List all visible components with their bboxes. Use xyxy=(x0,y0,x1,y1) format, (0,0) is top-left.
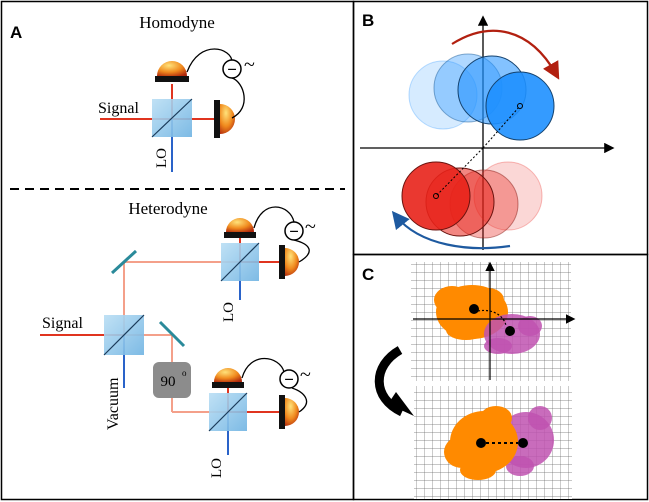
panel-c-label: C xyxy=(362,265,374,284)
homodyne-signal-label: Signal xyxy=(98,100,139,117)
red-center-dot xyxy=(433,193,439,199)
het-bottom-output-wave: ~ xyxy=(300,364,311,386)
vacuum-label: Vacuum xyxy=(105,377,122,430)
het-top-minus-symbol: − xyxy=(289,222,299,241)
blue-center-dot xyxy=(517,103,523,109)
homodyne-minus-symbol: − xyxy=(227,60,237,79)
het-top-subtractor: − xyxy=(284,221,304,241)
het-top-wire-b xyxy=(293,239,310,263)
het-bottom-wire-a xyxy=(241,358,285,379)
c-transition-arrowhead xyxy=(388,392,414,416)
homodyne-subtractor: − xyxy=(222,59,242,79)
het-bottom-detector-up xyxy=(212,368,244,388)
heterodyne-mirror-right xyxy=(158,320,186,348)
blue-rotation-arrow xyxy=(391,210,511,250)
het-bottom-subtractor: − xyxy=(279,369,299,389)
homodyne-lo-label: LO xyxy=(154,148,170,168)
het-top-output-wave: ~ xyxy=(305,216,316,238)
het-bottom-minus-symbol: − xyxy=(284,370,294,389)
homodyne-detector-right xyxy=(214,100,235,138)
homodyne-detector-top xyxy=(155,61,189,82)
red-state-circles xyxy=(401,161,543,239)
heterodyne-signal-label: Signal xyxy=(42,315,83,332)
heterodyne-title: Heterodyne xyxy=(128,199,207,218)
het-top-detector-up xyxy=(224,218,256,238)
homodyne-wire-right xyxy=(231,77,245,119)
het-bottom-lo-label: LO xyxy=(209,458,225,478)
het-bottom-detector-right xyxy=(279,395,299,429)
c-bottom-phase-space xyxy=(414,386,572,499)
phase-label: 90 xyxy=(161,374,176,390)
red-rotation-arrow xyxy=(451,29,560,80)
phase-unit: o xyxy=(182,368,187,378)
homodyne-output-wave: ~ xyxy=(244,54,255,76)
heterodyne-main-beam-splitter xyxy=(103,314,145,356)
heterodyne-mirror-top xyxy=(110,249,138,275)
red-displacement-line xyxy=(435,147,484,197)
c-top-phase-space xyxy=(411,261,576,381)
heterodyne-bottom-beam-splitter xyxy=(208,392,248,432)
heterodyne-top-beam-splitter xyxy=(220,242,260,282)
panel-a-label: A xyxy=(10,23,22,42)
blue-state-circles xyxy=(408,53,555,141)
homodyne-wire-top xyxy=(186,48,233,73)
het-top-lo-label: LO xyxy=(221,302,237,322)
het-bottom-wire-b xyxy=(291,387,308,413)
homodyne-beam-splitter xyxy=(151,98,193,138)
panel-c-border xyxy=(352,253,649,501)
het-top-wire-a xyxy=(253,206,295,229)
het-top-detector-right xyxy=(279,245,299,279)
c-transition-arrow xyxy=(374,346,405,417)
homodyne-title: Homodyne xyxy=(139,13,215,32)
panel-b-label: B xyxy=(362,11,374,30)
phase-shifter-box: 90 o xyxy=(153,362,191,398)
blue-displacement-line xyxy=(482,105,521,149)
